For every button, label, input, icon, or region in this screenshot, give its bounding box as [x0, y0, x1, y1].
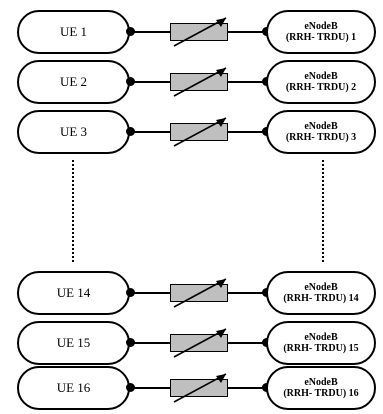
enodeb-id-label: (RRH- TRDU) 1 — [285, 32, 357, 43]
variable-attenuator-arrow-icon — [173, 328, 227, 358]
connector-line — [130, 131, 170, 133]
ue-label: UE 3 — [59, 124, 88, 139]
port-dot — [126, 338, 135, 347]
enodeb-box: eNodeB(RRH- TRDU) 15 — [266, 321, 376, 365]
enodeb-id-label: (RRH- TRDU) 16 — [283, 388, 359, 399]
enodeb-id-label: (RRH- TRDU) 14 — [283, 293, 359, 304]
enodeb-label: eNodeB — [304, 20, 338, 32]
connector-line — [228, 342, 266, 344]
variable-attenuator-arrow-icon — [173, 278, 227, 308]
enodeb-box: eNodeB(RRH- TRDU) 1 — [266, 10, 376, 54]
ue-label: UE 2 — [59, 74, 88, 89]
ellipsis-dotted-line — [322, 160, 326, 262]
ue-label: UE 16 — [56, 380, 91, 395]
port-dot — [126, 383, 135, 392]
connector-line — [130, 342, 170, 344]
connector-line — [228, 31, 266, 33]
port-dot — [126, 127, 135, 136]
enodeb-box: eNodeB(RRH- TRDU) 3 — [266, 110, 376, 154]
variable-attenuator-arrow-icon — [173, 117, 227, 147]
enodeb-id-label: (RRH- TRDU) 3 — [285, 132, 357, 143]
port-dot — [126, 77, 135, 86]
enodeb-id-label: (RRH- TRDU) 2 — [285, 82, 357, 93]
enodeb-box: eNodeB(RRH- TRDU) 2 — [266, 60, 376, 104]
connector-line — [228, 387, 266, 389]
enodeb-label: eNodeB — [304, 120, 338, 132]
ue-box: UE 1 — [17, 10, 130, 54]
variable-attenuator-arrow-icon — [173, 373, 227, 403]
enodeb-label: eNodeB — [304, 331, 338, 343]
connector-line — [228, 292, 266, 294]
connector-line — [228, 131, 266, 133]
ue-label: UE 15 — [56, 335, 91, 350]
enodeb-label: eNodeB — [304, 70, 338, 82]
connector-line — [130, 81, 170, 83]
connector-line — [130, 387, 170, 389]
ue-box: UE 14 — [17, 271, 130, 315]
port-dot — [126, 288, 135, 297]
enodeb-label: eNodeB — [304, 376, 338, 388]
variable-attenuator-arrow-icon — [173, 17, 227, 47]
connector-line — [130, 31, 170, 33]
enodeb-id-label: (RRH- TRDU) 15 — [283, 343, 359, 354]
enodeb-label: eNodeB — [304, 281, 338, 293]
ue-box: UE 3 — [17, 110, 130, 154]
ue-label: UE 1 — [59, 24, 88, 39]
port-dot — [126, 27, 135, 36]
enodeb-box: eNodeB(RRH- TRDU) 16 — [266, 366, 376, 410]
variable-attenuator-arrow-icon — [173, 67, 227, 97]
ellipsis-dotted-line — [72, 160, 76, 262]
ue-label: UE 14 — [56, 285, 91, 300]
ue-box: UE 16 — [17, 366, 130, 410]
ue-box: UE 2 — [17, 60, 130, 104]
enodeb-box: eNodeB(RRH- TRDU) 14 — [266, 271, 376, 315]
ue-box: UE 15 — [17, 321, 130, 365]
connector-line — [130, 292, 170, 294]
connector-line — [228, 81, 266, 83]
